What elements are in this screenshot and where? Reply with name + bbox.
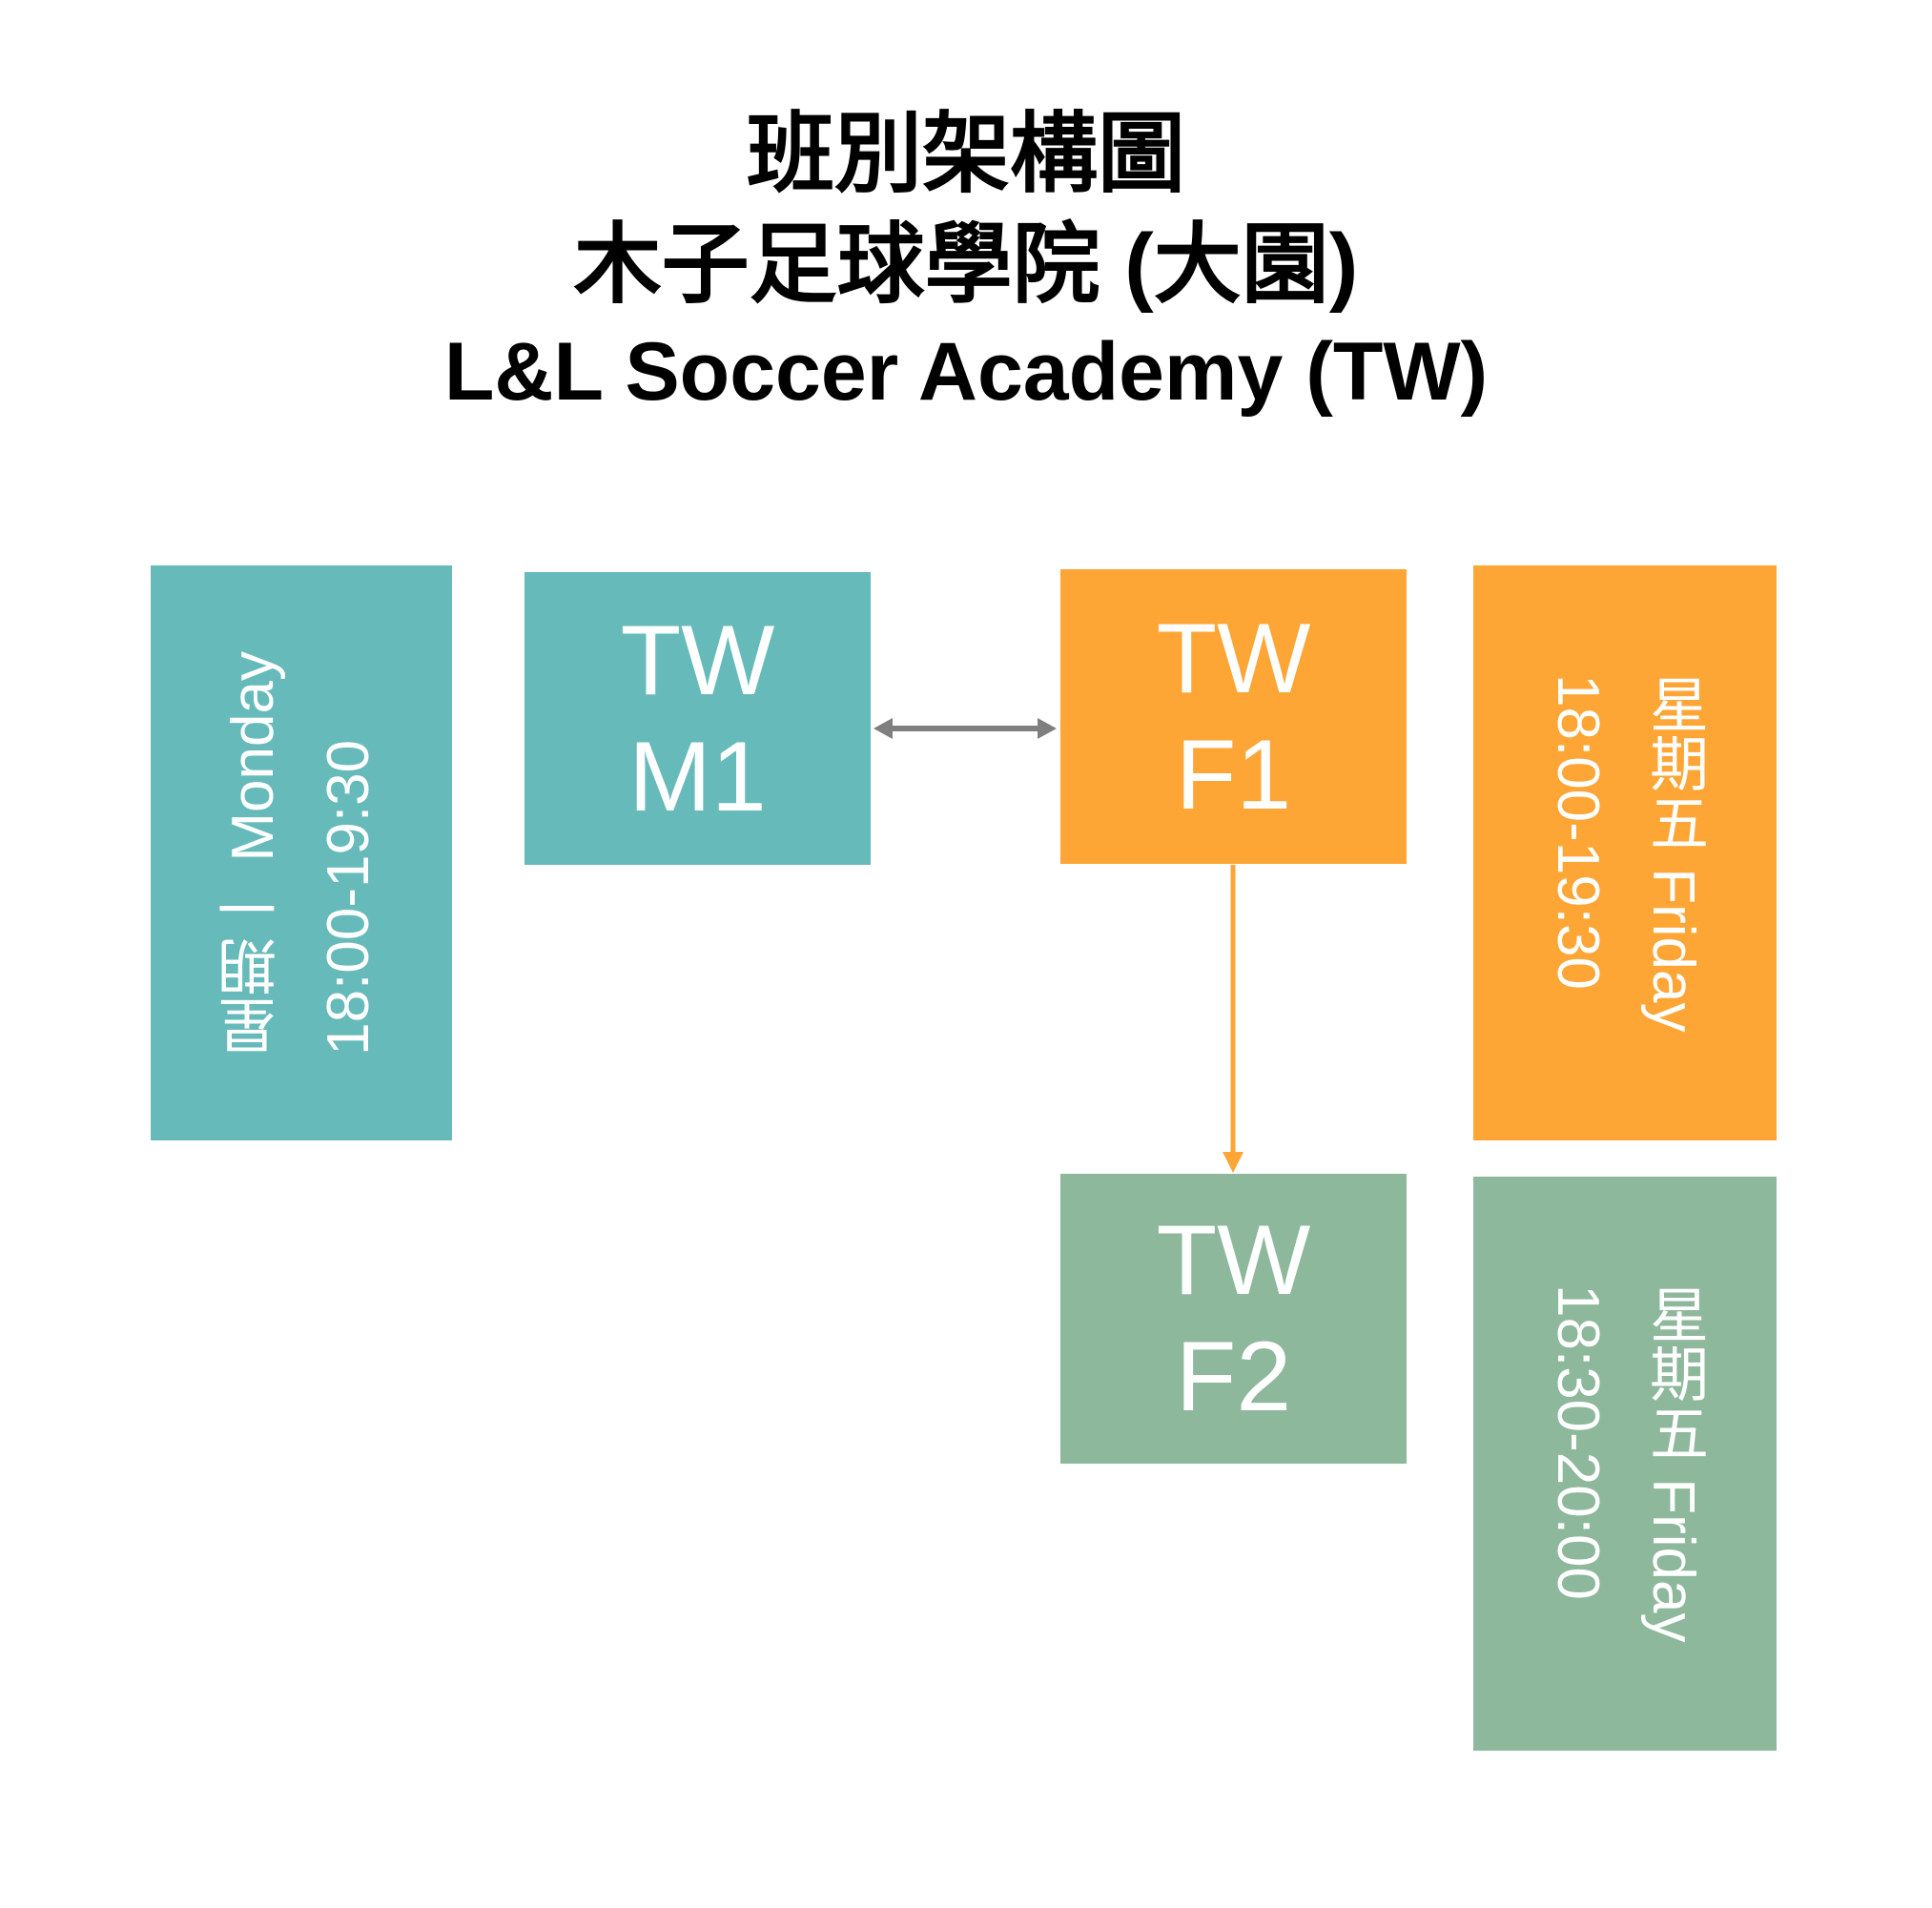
class-box-tw-m1: TW M1 — [524, 572, 871, 865]
academy-name-english: L&L Soccer Academy (TW) — [443, 326, 1489, 418]
diagram-title: 班別架構圖 — [746, 106, 1185, 203]
class-m1-line1: TW — [620, 605, 775, 716]
f1-to-f2-arrow — [1223, 865, 1243, 1173]
class-f2-line2: F2 — [1175, 1322, 1292, 1432]
monday-schedule-box: 星期一 Monday 18:00-19:30 — [151, 565, 452, 1140]
f2-day-label: 星期五 Friday — [1640, 1284, 1706, 1643]
academy-name-chinese: 木子足球學院 (大園) — [573, 216, 1359, 314]
class-f2-line1: TW — [1156, 1205, 1311, 1316]
f1-schedule-box: 星期五 Friday 18:00-19:30 — [1473, 565, 1777, 1140]
f2-schedule-box: 星期五 Friday 18:30-20:00 — [1473, 1177, 1777, 1751]
m1-f1-double-arrow — [874, 718, 1057, 739]
class-f1-line1: TW — [1156, 603, 1311, 714]
class-m1-line2: M1 — [628, 721, 767, 832]
f1-time-label: 18:00-19:30 — [1545, 673, 1611, 990]
class-box-tw-f2: TW F2 — [1060, 1174, 1407, 1464]
class-box-tw-f1: TW F1 — [1060, 569, 1407, 864]
f2-time-label: 18:30-20:00 — [1545, 1284, 1611, 1601]
class-f1-line2: F1 — [1175, 719, 1292, 831]
f1-day-label: 星期五 Friday — [1640, 673, 1706, 1033]
